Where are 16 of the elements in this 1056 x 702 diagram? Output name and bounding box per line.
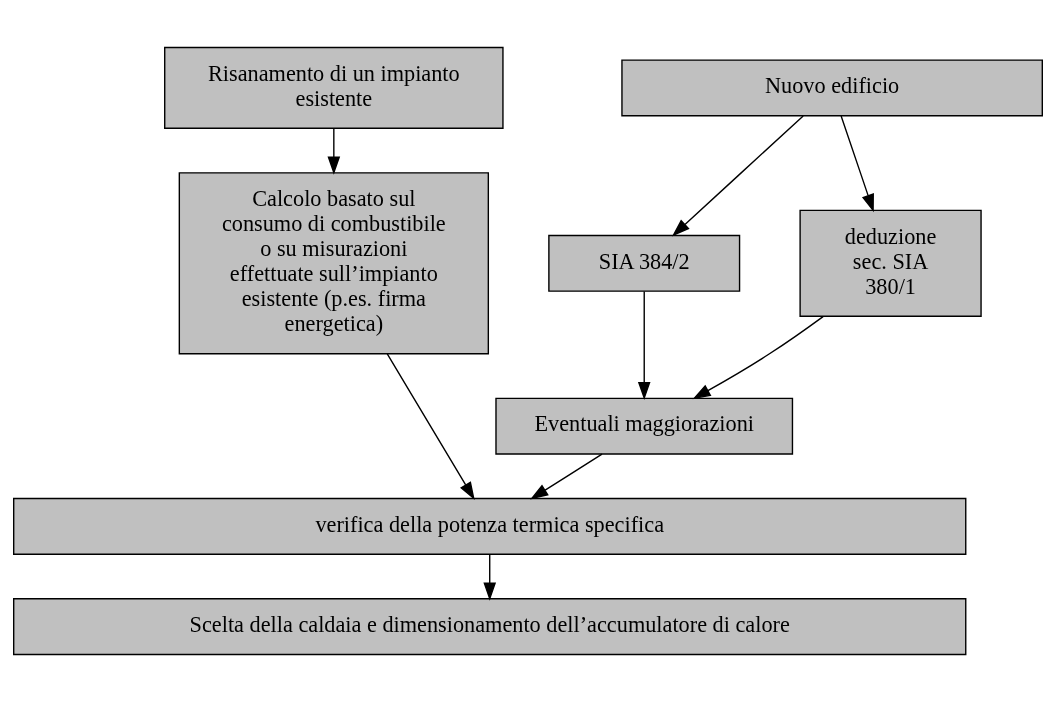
node-box: Calcolo basato sul consumo di combustibile o su misurazioni effettuate sull’impianto esistente (p.es. firma energetica) [178, 172, 490, 355]
arrow [671, 115, 804, 237]
node-box: deduzione sec. SIA 380/1 [799, 209, 982, 317]
arrow [483, 553, 497, 601]
node-box: Nuovo edificio [621, 59, 1043, 117]
arrow [386, 353, 475, 500]
arrow [327, 127, 341, 175]
arrow [692, 315, 824, 400]
arrow [840, 115, 874, 213]
node-box: Eventuali maggiorazioni [495, 397, 794, 455]
node-box: verifica della potenza termica specifica [13, 497, 967, 555]
node-box: Risanamento di un impianto esistente [164, 46, 504, 129]
node-box: SIA 384/2 [548, 234, 741, 292]
node-box: Scelta della caldaia e dimensionamento dell’accumulatore di calore [13, 598, 967, 656]
arrow [530, 453, 603, 500]
arrow [637, 290, 651, 400]
